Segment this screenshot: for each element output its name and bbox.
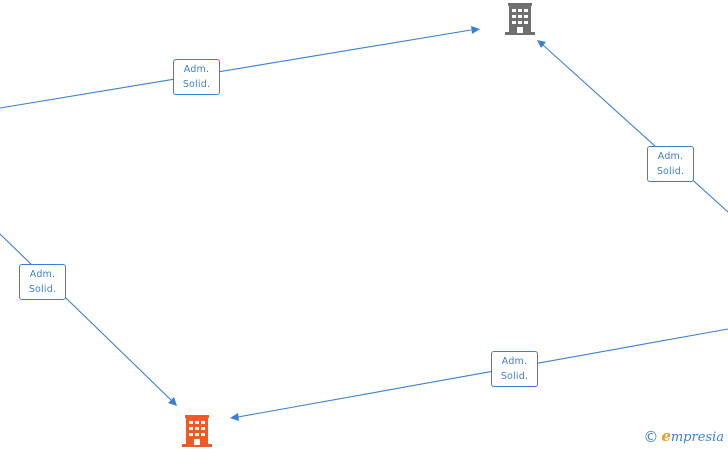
company-node-bottom[interactable] [180,414,214,450]
edge-label-line2: Solid. [500,371,529,382]
edge-label-left-top[interactable]: Adm. Solid. [173,59,220,95]
building-icon [505,3,535,35]
company-node-top[interactable] [503,2,537,40]
edge-label-line2: Solid. [656,166,685,177]
edge-label-line1: Adm. [29,269,56,280]
edge-line-right-bottom [237,328,728,418]
edge-label-line1: Adm. [183,64,210,75]
edge-label-line1: Adm. [501,356,528,367]
edge-line-left-bottom [0,233,172,401]
edge-label-line1: Adm. [657,151,684,162]
edge-label-right-bottom[interactable]: Adm. Solid. [491,351,538,387]
watermark: © empresia [643,427,724,447]
brand-name: mpresia [670,430,724,445]
arrowhead-left-bottom [168,397,177,406]
brand-logo: empresia [661,426,724,448]
copyright-symbol: © [643,428,659,446]
edge-label-line2: Solid. [28,284,57,295]
edge-label-right-top[interactable]: Adm. Solid. [647,146,694,182]
arrowhead-right-bottom [230,413,239,421]
arrowhead-left-top [471,26,480,34]
edge-label-line2: Solid. [182,79,211,90]
edge-label-left-bottom[interactable]: Adm. Solid. [19,264,66,300]
edge-line-right-top [542,44,728,213]
arrowhead-right-top [537,40,546,48]
edge-line-left-top [0,29,472,109]
brand-initial: e [661,427,671,445]
building-icon [182,415,212,447]
